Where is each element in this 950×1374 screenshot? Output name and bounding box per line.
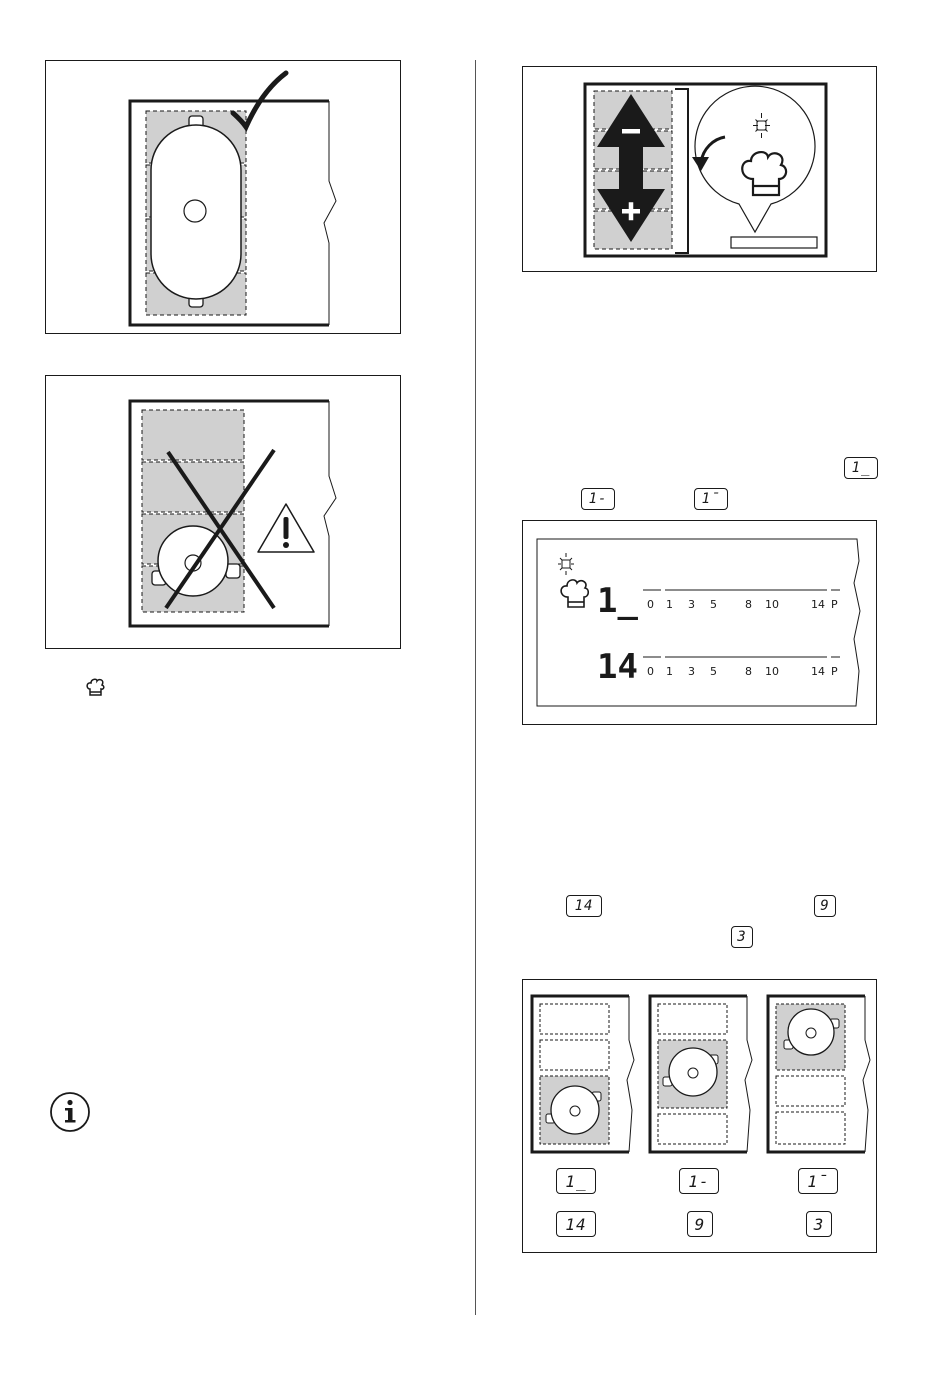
minus-icon [622,129,640,134]
code-badge-1-high: 1¯ [694,488,728,510]
figure-display-panel: 1_ 14 0 1 3 5 8 10 14 P 0 1 3 5 8 10 14 … [522,520,877,725]
scale-label: 1 [666,665,673,678]
position-panel-top [768,996,870,1152]
figure-incorrect-placement [45,375,401,649]
scale-label: 5 [710,598,717,611]
power-scale-lower: 0 1 3 5 8 10 14 P [643,657,840,678]
code-badge-1-mid: 1- [581,488,615,510]
position-panel-middle [650,996,752,1152]
sensor-icon [558,553,574,575]
position-power-1: 14 [556,1211,596,1237]
zone-code-display: 1_ [597,581,638,621]
position-panel-bottom [532,996,634,1152]
scale-label: 0 [647,598,654,611]
scale-label: 1 [666,598,673,611]
scale-label: P [831,665,838,678]
power-scale-upper: 0 1 3 5 8 10 14 P [643,590,840,611]
figure-correct-placement [45,60,401,334]
scale-label: 10 [765,665,779,678]
scale-label: 5 [710,665,717,678]
scale-label: 8 [745,598,752,611]
oval-pan [151,116,241,307]
scale-label: 3 [688,598,695,611]
figure-slider-control [522,66,877,272]
position-code-3: 1¯ [798,1168,838,1194]
scale-label: P [831,598,838,611]
warning-icon [258,504,314,552]
power-badge-9: 9 [814,895,836,917]
power-badge-14: 14 [566,895,602,917]
code-badge-1-low: 1_ [844,457,878,479]
position-power-3: 3 [806,1211,832,1237]
info-icon [48,1090,92,1134]
scale-label: 8 [745,665,752,678]
position-code-2: 1- [679,1168,719,1194]
scale-label: 10 [765,598,779,611]
power-level-display: 14 [597,647,638,687]
position-power-2: 9 [687,1211,713,1237]
chef-hat-icon [84,676,108,700]
scale-label: 3 [688,665,695,678]
scale-label: 0 [647,665,654,678]
figure-pan-positions: 1_ 1- 1¯ 14 9 3 [522,979,877,1253]
chef-hat-icon [561,580,588,607]
scale-label: 14 [811,665,825,678]
scale-label: 14 [811,598,825,611]
position-code-1: 1_ [556,1168,596,1194]
column-divider [475,60,476,1315]
power-badge-3: 3 [731,926,753,948]
